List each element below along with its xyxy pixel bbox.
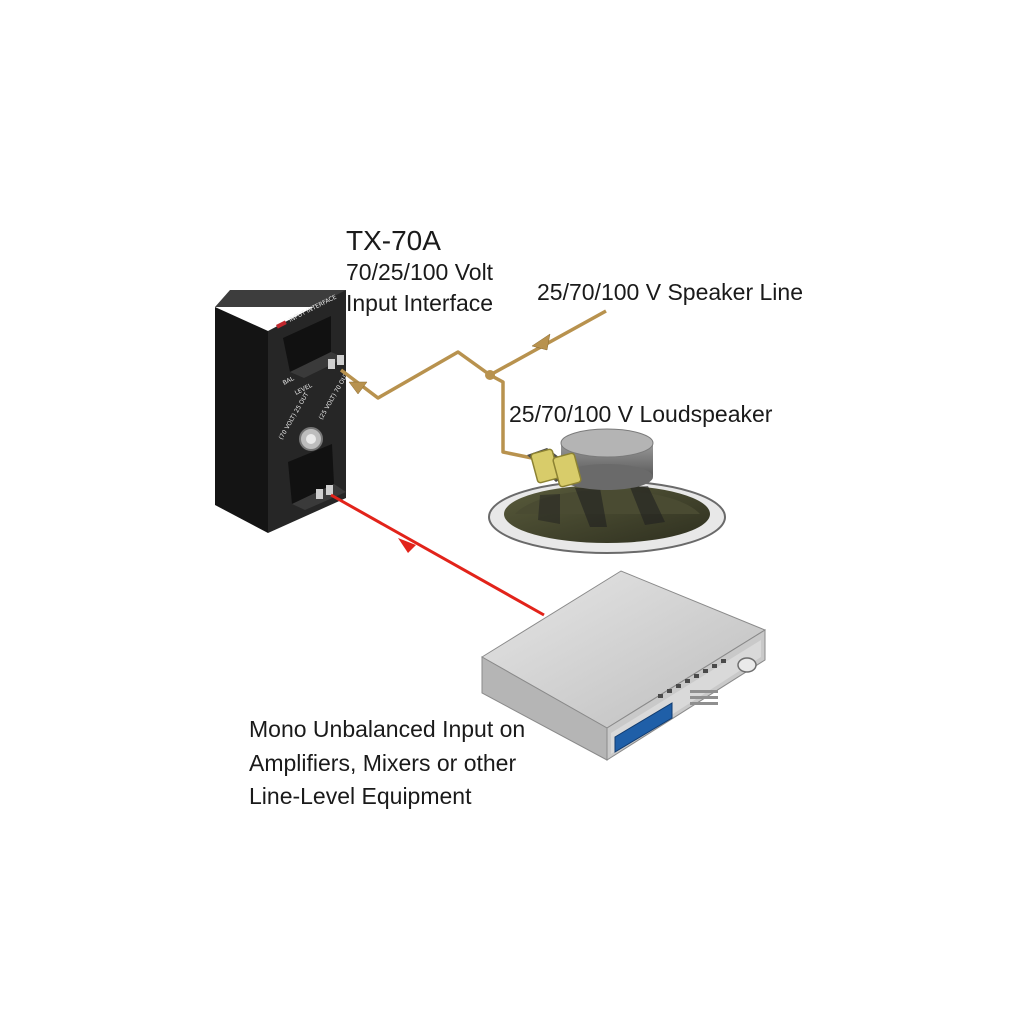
loudspeaker-label: 25/70/100 V Loudspeaker (509, 401, 773, 427)
speaker-line-arrow-1 (348, 381, 368, 395)
tx70a-device: INPUT INTERFACE BAL LEVEL (70 VOLT) 25 O… (215, 290, 351, 533)
equipment-label-line3: Line-Level Equipment (249, 783, 472, 809)
loudspeaker (488, 428, 726, 554)
speaker-line-wiring (339, 309, 607, 460)
speaker-line-label: 25/70/100 V Speaker Line (537, 279, 803, 305)
wire-junction-dot (485, 370, 495, 380)
equipment-label-line1: Mono Unbalanced Input on (249, 716, 526, 742)
signal-arrow (398, 538, 416, 553)
equipment-display (614, 702, 673, 753)
speaker-line-wire (339, 309, 607, 400)
speaker-line-arrow-2 (531, 333, 551, 351)
loudspeaker-tap-wire (489, 373, 533, 460)
input-terminal-block (283, 316, 345, 378)
level-trim-knob[interactable] (299, 427, 323, 451)
equipment-led-grid (690, 690, 718, 705)
panel-logo (276, 320, 287, 329)
balance-label: BAL (282, 375, 296, 387)
speaker-transformer (527, 448, 582, 488)
device-subtitle-line2: Input Interface (346, 290, 494, 316)
signal-wire (330, 493, 545, 617)
device-model-title: TX-70A (346, 225, 441, 256)
equipment-volume-knob[interactable] (737, 657, 757, 673)
equipment-label-line2: Amplifiers, Mixers or other (249, 750, 517, 776)
signal-output-wiring (330, 493, 545, 617)
device-subtitle-line1: 70/25/100 Volt (346, 259, 494, 285)
equipment-buttons[interactable] (658, 659, 726, 698)
output-terminal-block (288, 444, 346, 510)
line-level-equipment (481, 570, 767, 761)
